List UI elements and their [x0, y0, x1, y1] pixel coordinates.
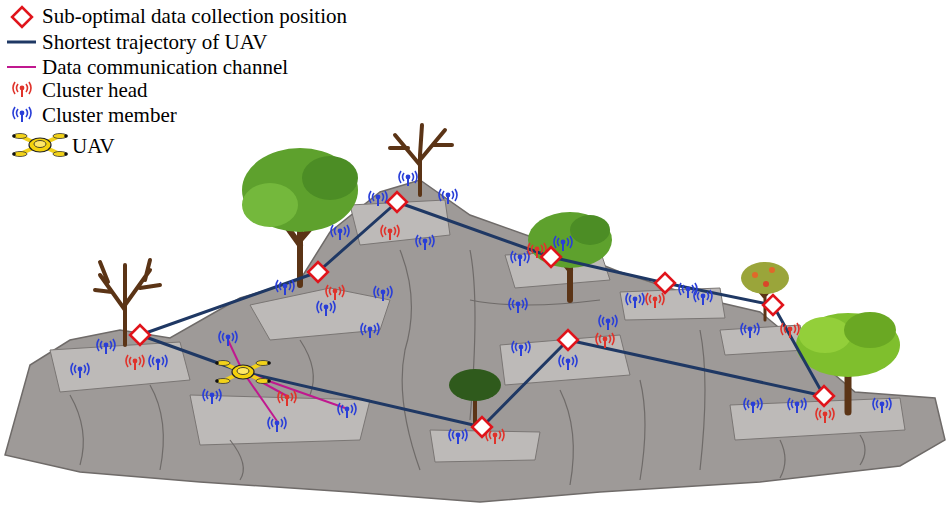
legend-text: Sub-optimal data collection position: [42, 6, 347, 27]
legend-text: Data communication channel: [42, 57, 288, 78]
legend-text: Cluster member: [42, 105, 177, 126]
legend-text: Cluster head: [42, 80, 148, 101]
legend-text: Shortest trajectory of UAV: [42, 32, 267, 53]
legend-text: UAV: [72, 136, 115, 157]
